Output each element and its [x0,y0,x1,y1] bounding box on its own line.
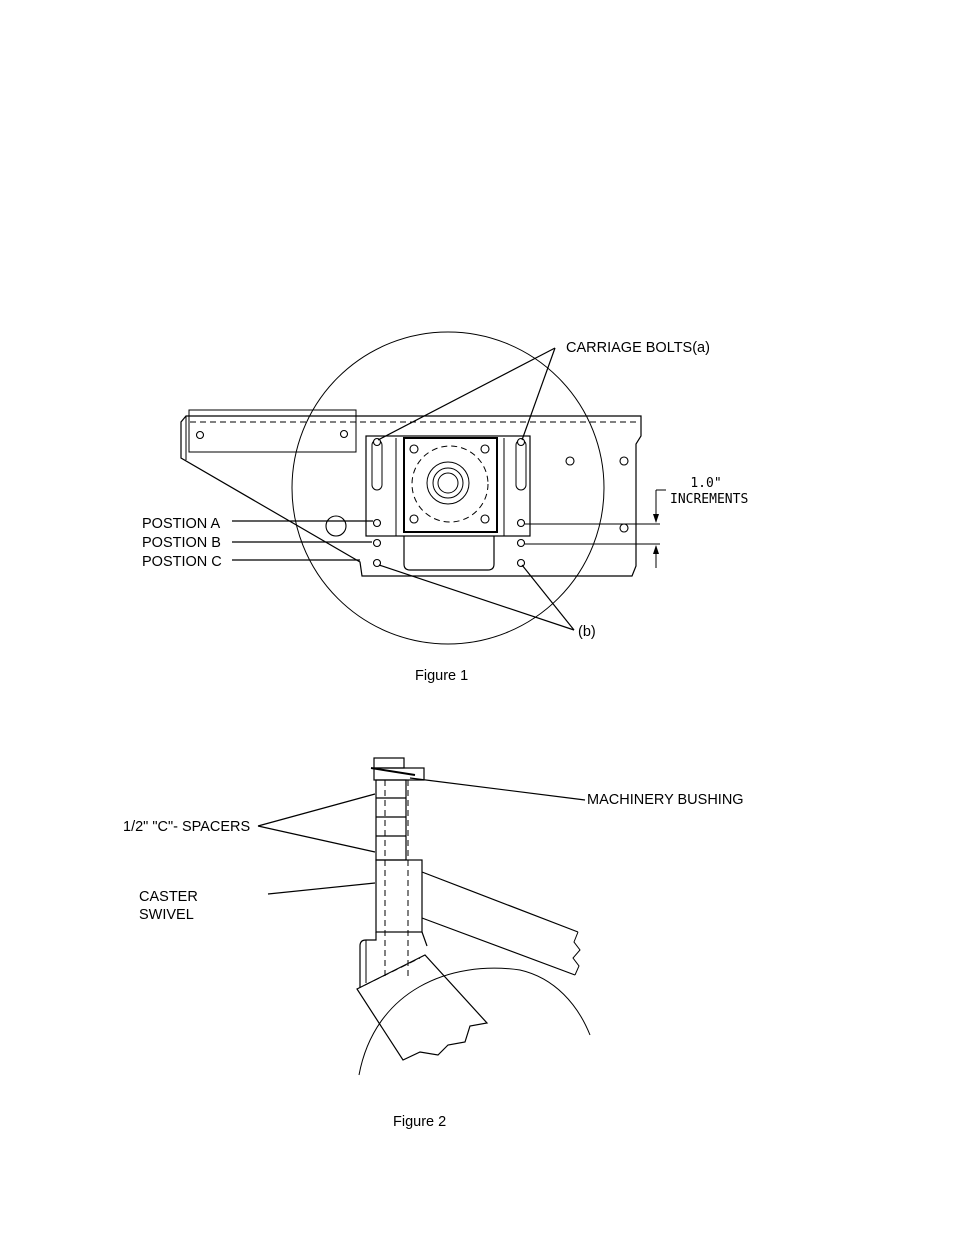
b-leader [378,564,575,631]
plate-bolt-hole [409,514,419,524]
position-a-hole-left [372,518,382,528]
machinery-bushing-label: MACHINERY BUSHING [587,792,744,808]
spacer-stack [375,779,407,861]
plate-bolt-hole [409,444,419,454]
c-spacers-label: 1/2" "C"- SPACERS [123,819,250,835]
swivel-ring-mid [432,467,464,499]
swivel-ring-inner [437,472,459,494]
frame-hole [325,515,347,537]
figure-1-caption: Figure 1 [415,668,468,684]
caster-mount-plate [365,435,531,537]
stem-bottom-bracket [359,932,377,988]
caster-fork [356,954,489,1061]
figure-1: CARRIAGE BOLTS(a) 1.0" INCREMENTS POSTIO… [142,331,748,684]
increments-value-label: 1.0" [690,476,721,491]
plate-bolt-hole [480,514,490,524]
right-slot [515,439,527,491]
position-c-hole-right [516,558,526,568]
position-b-hole-right [516,538,526,548]
fork-top-dashed [364,957,421,986]
b-leader [521,564,575,631]
caster-lower-plate [403,536,495,571]
frame-arm [421,871,579,933]
frame-hole [619,523,629,533]
machinery-bushing-leader [409,777,586,801]
frame-arm [421,917,576,976]
position-a-hole-right [516,518,526,528]
c-spacers-leader [257,793,376,827]
swivel-dashed-circle [411,445,489,523]
caster-top-plate [403,437,498,533]
swivel-ring-outer [426,461,470,505]
bracket-hole [339,429,349,439]
carriage-bolts-leader [377,347,556,441]
figure-2-caption: Figure 2 [393,1114,446,1130]
bushing-pin [370,767,416,776]
position-b-label: POSTION B [142,535,221,551]
b-label: (b) [578,624,596,640]
carriage-bolts-label: CARRIAGE BOLTS(a) [566,340,710,356]
wheel-outline [291,331,605,645]
frame-arm-break [572,931,581,976]
caster-label: CASTER [139,889,198,905]
wheel-arc [358,967,591,1076]
c-spacers-leader [257,825,376,853]
frame-plate [180,415,642,577]
position-a-label: POSTION A [142,516,220,532]
position-b-hole-left [372,538,382,548]
increment-arrowhead-lower [653,545,659,554]
position-c-label: POSTION C [142,554,222,570]
position-c-hole-left [372,558,382,568]
increments-word-label: INCREMENTS [670,492,748,507]
left-slot [371,439,383,491]
carriage-bolts-leader [521,347,556,441]
swivel-housing [375,859,423,933]
stem-bottom-right [421,931,428,947]
bushing-top [373,757,405,769]
left-bracket [188,409,357,453]
carriage-bolt-hole [516,437,526,447]
plate-bolt-hole [480,444,490,454]
bracket-hole [195,430,205,440]
swivel-label: SWIVEL [139,907,194,923]
frame-hole [565,456,575,466]
increment-arrowhead-upper [653,514,659,523]
frame-hole [619,456,629,466]
caster-swivel-leader [267,882,376,895]
figure-2: MACHINERY BUSHING 1/2" "C"- SPACERS CAST… [123,757,744,1130]
